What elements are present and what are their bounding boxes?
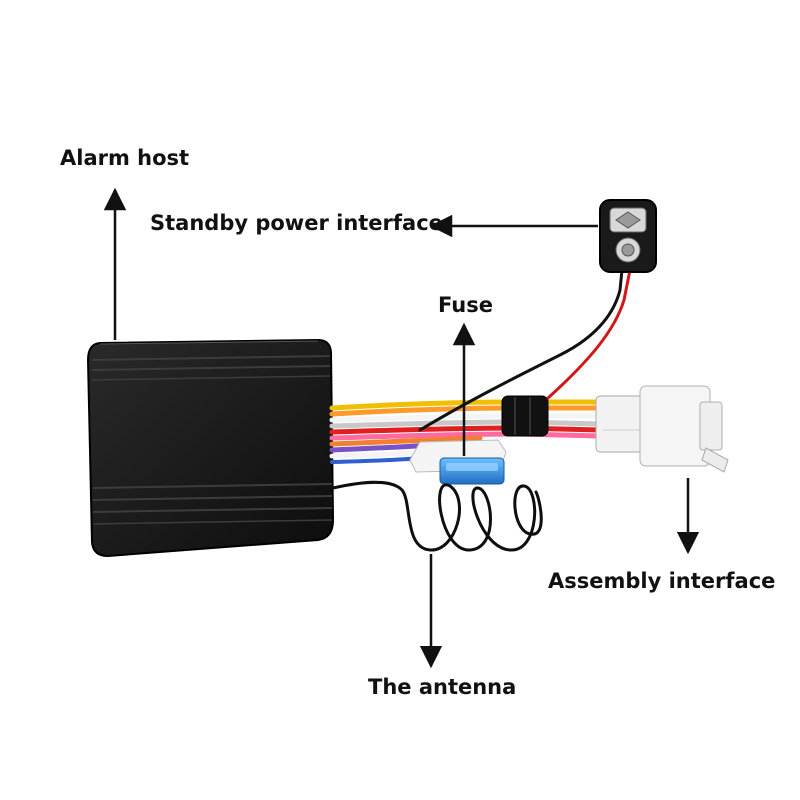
assembly-connector xyxy=(595,385,729,473)
label-alarm-host: Alarm host xyxy=(60,146,190,170)
standby-power-wires xyxy=(418,268,632,432)
fuse-assembly xyxy=(409,439,507,485)
label-fuse: Fuse xyxy=(438,293,493,317)
antenna-coil xyxy=(331,480,543,552)
alarm-host-unit xyxy=(86,338,335,558)
label-assembly-interface: Assembly interface xyxy=(548,569,776,593)
wire-harness xyxy=(329,395,603,464)
battery-clip-icon xyxy=(599,199,657,273)
callout-arrows xyxy=(103,187,700,669)
label-the-antenna: The antenna xyxy=(368,675,517,699)
label-standby-power-interface: Standby power interface xyxy=(150,211,443,235)
